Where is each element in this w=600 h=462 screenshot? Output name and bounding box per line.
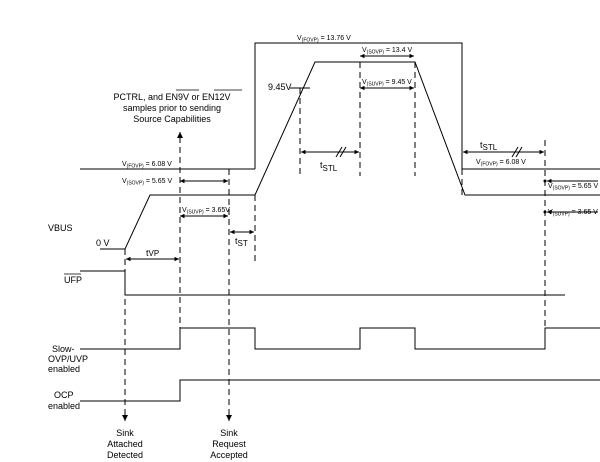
- tstl-mid-break-a: [335, 146, 343, 158]
- fovp-right-label: V(FOVP) = 6.08 V: [476, 159, 526, 168]
- fovp-high-threshold: [254, 42, 600, 170]
- slow-ovp-label-1: Slow-: [52, 344, 75, 354]
- sink-request-line-3: Accepted: [210, 450, 248, 460]
- tstl-right-break-a: [511, 146, 519, 158]
- ocp-label-2: enabled: [48, 401, 80, 411]
- ufp-waveform: [80, 270, 565, 296]
- sovp-right-label: V(SOVP) = 5.65 V: [548, 183, 598, 192]
- sink-attached-line-1: Sink: [116, 428, 134, 438]
- sovp-high-label: V(SOVP) = 13.4 V: [362, 47, 412, 56]
- ocp-label-1: OCP: [54, 390, 74, 400]
- slow-ovp-label-3: enabled: [48, 364, 80, 374]
- pctrl-note-line-2: samples prior to sending: [123, 103, 221, 113]
- sink-attached-line-3: Detected: [107, 450, 143, 460]
- tst-label: tST: [235, 236, 248, 248]
- ufp-label: UFP: [64, 275, 82, 285]
- ocp-waveform: [80, 379, 600, 402]
- suvp-right-dot: [543, 210, 547, 214]
- vbus-waveform: [100, 61, 600, 250]
- sink-attached-line-2: Attached: [107, 439, 143, 449]
- suvp-right-label: V(SUVP) = 3.65 V: [548, 209, 598, 218]
- tvp-label: tVP: [146, 248, 159, 258]
- tstl-mid-label: tSTL: [320, 160, 338, 173]
- slow-ovp-label-2: OVP/UVP: [48, 354, 88, 364]
- tstl-mid-break-b: [339, 146, 347, 158]
- zero-volt-label: 0 V: [96, 238, 110, 248]
- suvp-high-label: V(SUVP) = 9.45 V: [362, 79, 412, 88]
- fovp-low-label: V(FOVP) = 6.08 V: [122, 161, 172, 170]
- suvp-low-label: V(SUVP) = 3.65V: [182, 207, 230, 216]
- sink-request-line-2: Request: [212, 439, 246, 449]
- pctrl-note-line-1: PCTRL, and EN9V or EN12V: [113, 92, 230, 102]
- fovp-high-label: V(FOVP) = 13.76 V: [297, 35, 351, 44]
- pctrl-note-line-3: Source Capabilities: [133, 114, 211, 124]
- sovp-right-dot: [543, 179, 547, 183]
- tstl-right-break-b: [515, 146, 523, 158]
- tstl-right-label: tSTL: [480, 140, 498, 152]
- sovp-low-label: V(SOVP) = 5.65 V: [122, 178, 172, 187]
- v945-label: 9.45V: [268, 82, 292, 92]
- slow-ovp-waveform: [80, 327, 600, 350]
- sink-request-line-1: Sink: [220, 428, 238, 438]
- vbus-label: VBUS: [48, 223, 73, 233]
